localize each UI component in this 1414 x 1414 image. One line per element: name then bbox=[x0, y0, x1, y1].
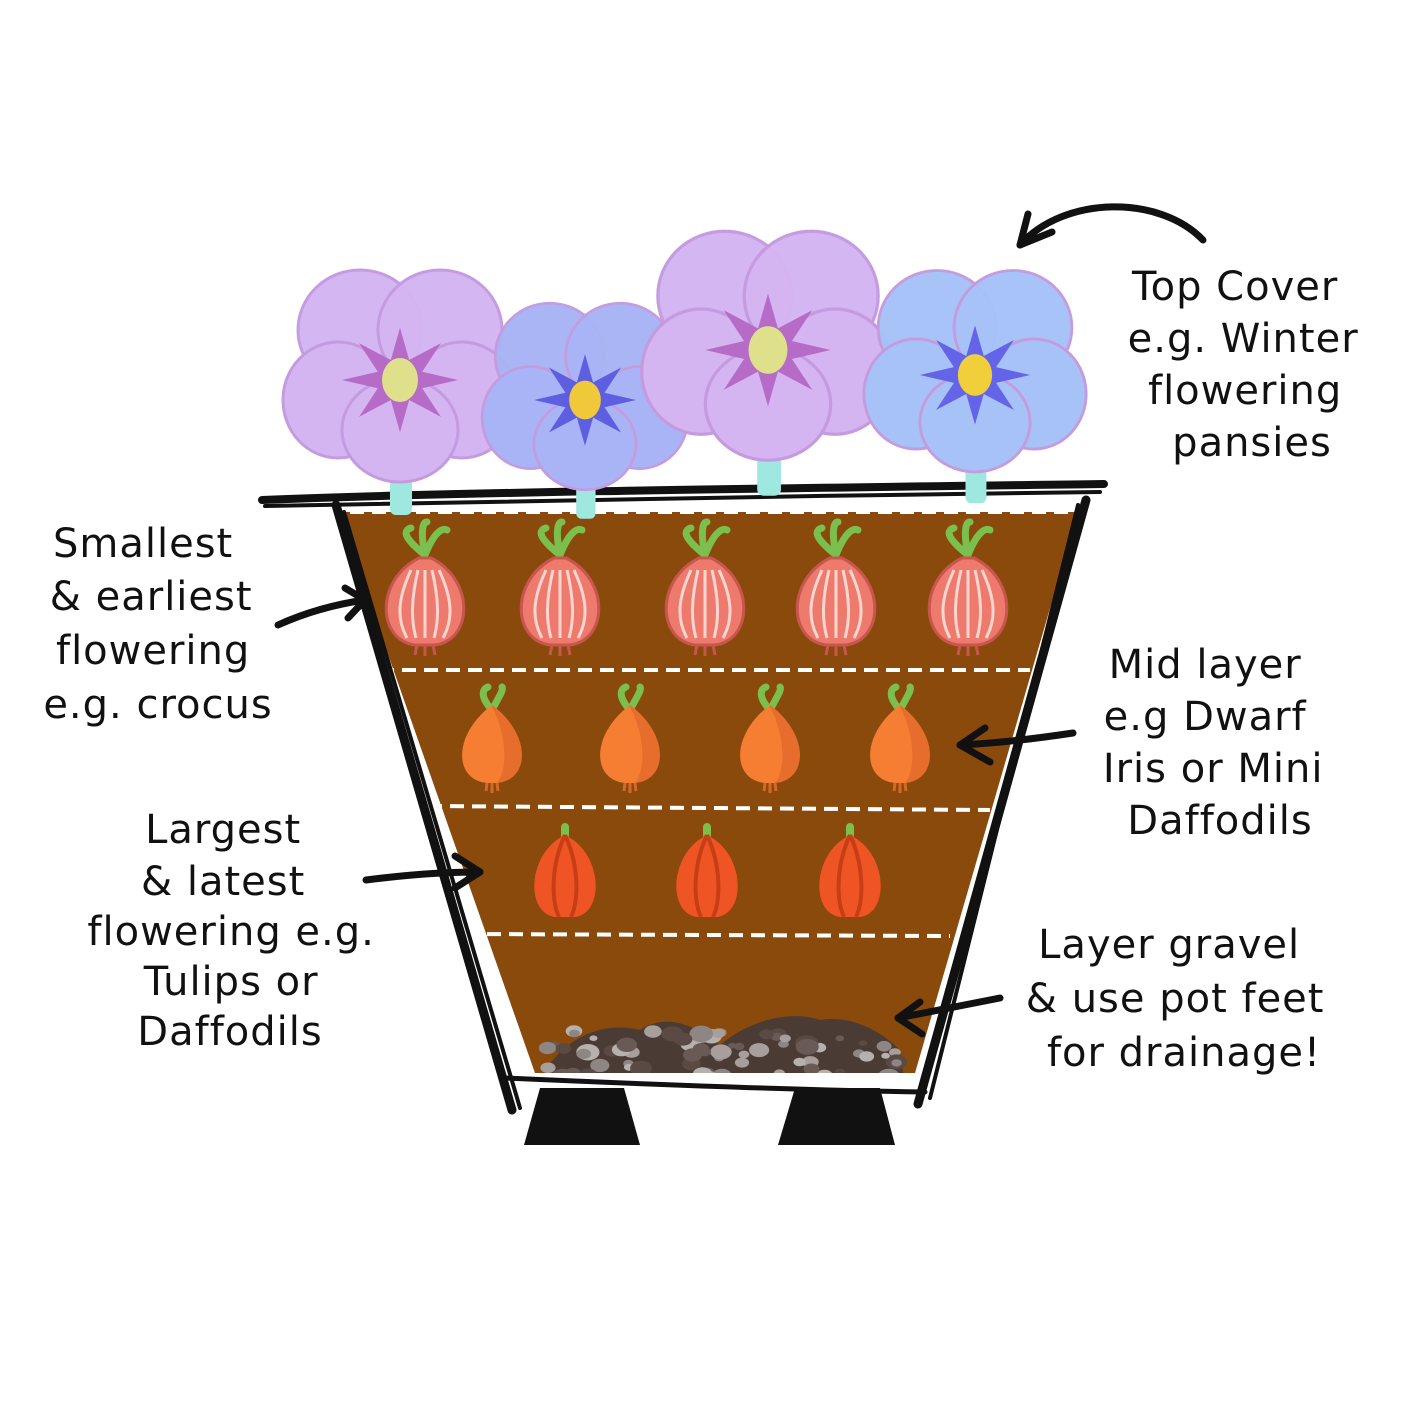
tulip-bulb bbox=[819, 823, 881, 918]
iris-bulb-row bbox=[462, 683, 930, 793]
pansy-flower bbox=[281, 268, 519, 515]
crocus-bulb bbox=[519, 518, 601, 656]
arrow-smallest bbox=[274, 584, 369, 629]
arrow-mid-layer bbox=[956, 724, 1077, 766]
pot-foot-left bbox=[524, 1088, 640, 1145]
iris-bulb bbox=[870, 683, 930, 793]
tulip-bulb bbox=[676, 823, 738, 918]
arrow-top-cover bbox=[1016, 203, 1207, 249]
label-gravel: Layer gravel & use pot feet for drainage… bbox=[1026, 922, 1338, 1076]
iris-bulb bbox=[462, 683, 522, 793]
crocus-bulb bbox=[384, 518, 466, 656]
label-largest: Largest & latest flowering e.g. Tulips o… bbox=[87, 807, 388, 1055]
arrows bbox=[274, 203, 1207, 1038]
pot-feet bbox=[524, 1088, 895, 1145]
pansy-flower bbox=[862, 269, 1088, 504]
pot-foot-right bbox=[778, 1088, 895, 1145]
iris-bulb bbox=[600, 683, 660, 793]
gravel-layer bbox=[538, 1016, 908, 1073]
arrow-gravel bbox=[894, 994, 1004, 1038]
divider-2 bbox=[427, 804, 991, 812]
label-mid-layer: Mid layer e.g Dwarf Iris or Mini Daffodi… bbox=[1103, 642, 1337, 844]
crocus-bulb bbox=[664, 518, 746, 656]
arrow-largest bbox=[362, 852, 484, 892]
tulip-bulb-row bbox=[534, 823, 881, 918]
crocus-bulb-row bbox=[384, 518, 1009, 656]
label-top-cover: Top Cover e.g. Winter flowering pansies bbox=[1128, 264, 1373, 466]
crocus-bulb bbox=[795, 518, 877, 656]
crocus-bulb bbox=[927, 518, 1009, 656]
layer-dividers bbox=[350, 512, 1068, 938]
tulip-bulb bbox=[534, 823, 596, 918]
pansy-top-cover bbox=[281, 229, 1088, 519]
iris-bulb bbox=[740, 683, 800, 793]
label-smallest: Smallest & earliest flowering e.g. crocu… bbox=[43, 521, 272, 728]
pansy-flower bbox=[480, 301, 690, 519]
divider-3 bbox=[464, 932, 951, 938]
pansy-flower bbox=[640, 229, 896, 496]
